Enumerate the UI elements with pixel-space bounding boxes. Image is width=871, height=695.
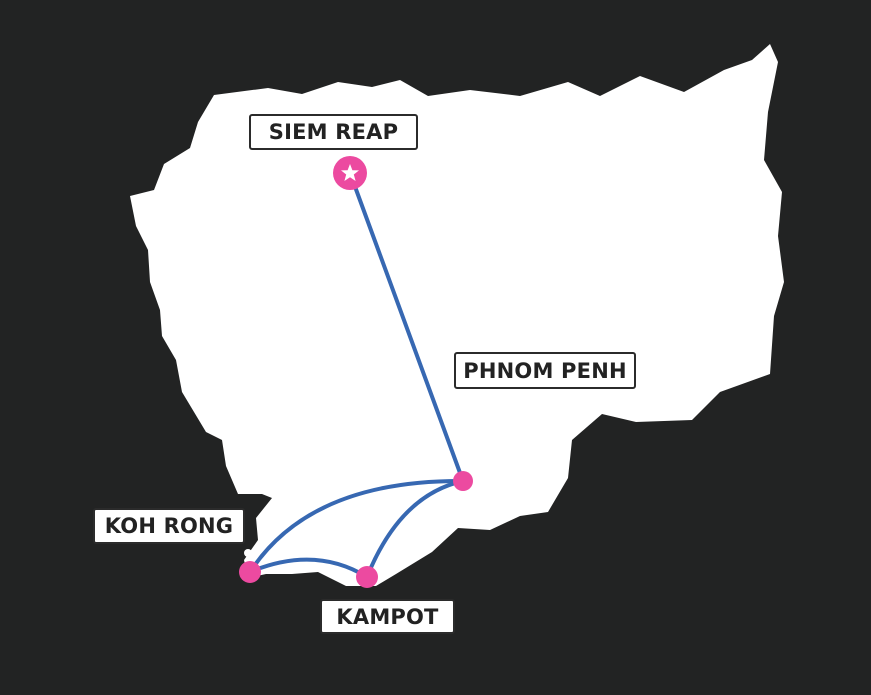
- coastal-island: [269, 505, 275, 511]
- marker-siem-reap[interactable]: [333, 156, 367, 190]
- route-phnom-penh-koh-rong: [248, 478, 465, 574]
- star-icon: [341, 164, 359, 181]
- label-koh-rong: KOH RONG: [93, 508, 245, 544]
- marker-koh-rong[interactable]: [239, 561, 261, 583]
- marker-kampot[interactable]: [356, 566, 378, 588]
- cambodia-landmass: [130, 44, 784, 586]
- coastal-island: [280, 522, 286, 528]
- marker-phnom-penh[interactable]: [453, 471, 473, 491]
- label-phnom-penh: PHNOM PENH: [454, 352, 636, 389]
- route-siem-reap-phnom-penh: [348, 171, 465, 483]
- label-siem-reap: SIEM REAP: [249, 114, 418, 150]
- route-koh-rong-kampot: [248, 557, 369, 579]
- route-phnom-penh-kampot: [365, 479, 465, 579]
- label-kampot: KAMPOT: [320, 599, 455, 634]
- coastal-island: [244, 549, 252, 557]
